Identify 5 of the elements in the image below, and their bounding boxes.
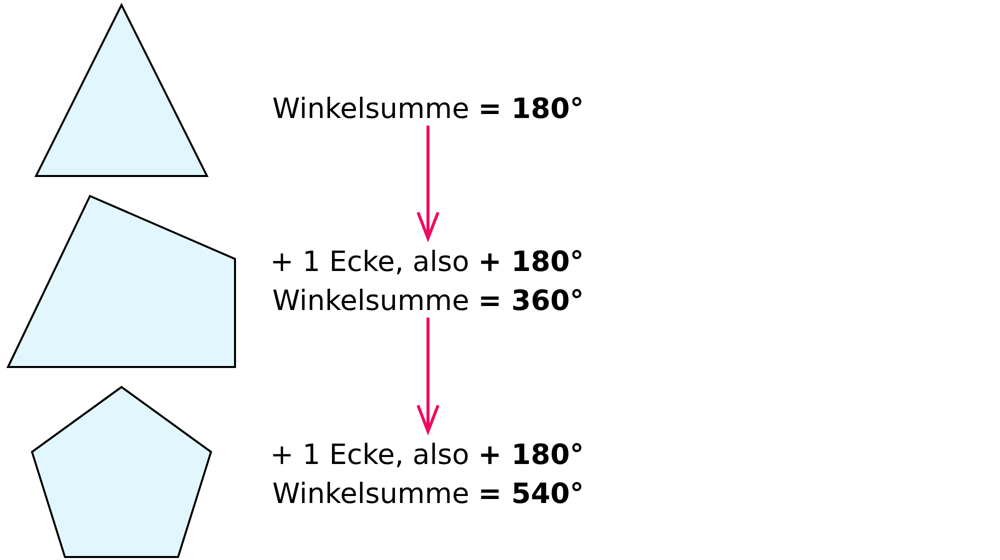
angle-sum-text: + 1 Ecke, also + 180° Winkelsumme = 360° (273, 250, 582, 310)
angle-sum-text: + 1 Ecke, also + 180° Winkelsumme = 540° (273, 442, 582, 504)
arrow (416, 126, 440, 243)
angle-sum-text: Winkelsumme = 180° (273, 96, 582, 118)
arrow (416, 318, 440, 436)
